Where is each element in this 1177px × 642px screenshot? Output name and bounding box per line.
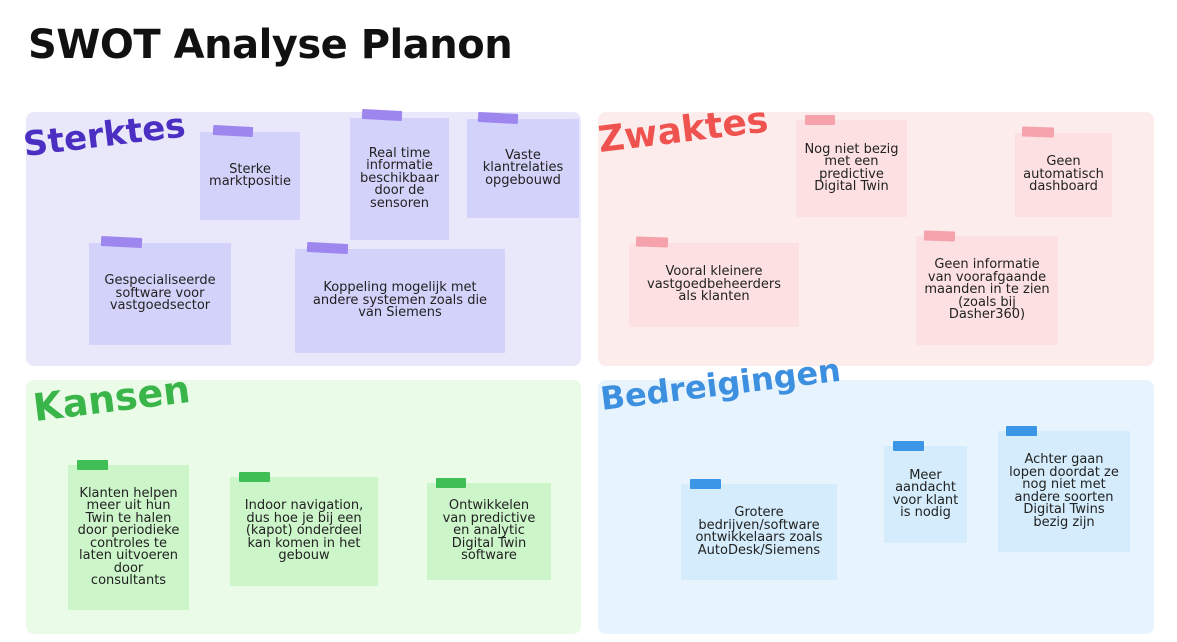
note-text: Ontwikkelen van predictive en analytic D… bbox=[442, 498, 536, 564]
note-text: Gespecialiseerde software voor vastgoeds… bbox=[104, 273, 216, 314]
note-text: Indoor navigation, dus hoe je bij een (k… bbox=[244, 498, 364, 564]
note-text: Geen informatie van voorafgaande maanden… bbox=[924, 257, 1050, 323]
note-text: Vaste klantrelaties opgebouwd bbox=[482, 147, 564, 188]
page-title: SWOT Analyse Planon bbox=[28, 22, 513, 68]
note-text: Real time informatie beschikbaar door de… bbox=[359, 145, 440, 211]
tape bbox=[436, 478, 466, 488]
note-text: Geen automatisch dashboard bbox=[1023, 154, 1104, 195]
tape bbox=[690, 479, 721, 489]
sticky-note[interactable]: Vaste klantrelaties opgebouwd bbox=[467, 119, 579, 218]
tape bbox=[805, 115, 835, 125]
tape bbox=[635, 236, 669, 248]
sticky-note[interactable]: Indoor navigation, dus hoe je bij een (k… bbox=[230, 477, 378, 586]
note-text: Sterke marktpositie bbox=[209, 161, 291, 189]
sticky-note[interactable]: Meer aandacht voor klant is nodig bbox=[884, 446, 967, 543]
sticky-note[interactable]: Geen automatisch dashboard bbox=[1015, 133, 1112, 217]
note-text: Vooral kleinere vastgoedbeheerders als k… bbox=[647, 264, 781, 305]
tape bbox=[1006, 426, 1037, 436]
tape bbox=[477, 111, 519, 125]
sticky-note[interactable]: Nog niet bezig met een predictive Digita… bbox=[796, 120, 907, 217]
tape bbox=[212, 124, 254, 138]
note-text: Klanten helpen meer uit hun Twin te hale… bbox=[77, 485, 180, 588]
sticky-note[interactable]: Vooral kleinere vastgoedbeheerders als k… bbox=[629, 243, 799, 327]
tape bbox=[239, 472, 270, 482]
note-text: Koppeling mogelijk met andere systemen z… bbox=[312, 280, 488, 321]
tape bbox=[77, 460, 108, 470]
tape bbox=[361, 108, 403, 122]
note-text: Achter gaan lopen doordat ze nog niet me… bbox=[1009, 452, 1119, 530]
sticky-note[interactable]: Grotere bedrijven/software ontwikkelaars… bbox=[681, 484, 837, 580]
tape bbox=[100, 235, 143, 249]
sticky-note[interactable]: Sterke marktpositie bbox=[200, 132, 300, 220]
tape bbox=[1021, 126, 1055, 138]
sticky-note[interactable]: Real time informatie beschikbaar door de… bbox=[350, 118, 449, 240]
sticky-note[interactable]: Gespecialiseerde software voor vastgoeds… bbox=[89, 243, 231, 345]
sticky-note[interactable]: Achter gaan lopen doordat ze nog niet me… bbox=[998, 431, 1130, 552]
note-text: Nog niet bezig met een predictive Digita… bbox=[804, 141, 899, 194]
sticky-note[interactable]: Klanten helpen meer uit hun Twin te hale… bbox=[68, 465, 189, 610]
note-text: Grotere bedrijven/software ontwikkelaars… bbox=[695, 505, 823, 558]
note-text: Meer aandacht voor klant is nodig bbox=[892, 467, 959, 520]
sticky-note[interactable]: Ontwikkelen van predictive en analytic D… bbox=[427, 483, 551, 580]
tape bbox=[306, 241, 349, 255]
sticky-note[interactable]: Koppeling mogelijk met andere systemen z… bbox=[295, 249, 505, 353]
tape bbox=[923, 230, 956, 242]
tape bbox=[893, 441, 924, 451]
sticky-note[interactable]: Geen informatie van voorafgaande maanden… bbox=[916, 236, 1058, 345]
